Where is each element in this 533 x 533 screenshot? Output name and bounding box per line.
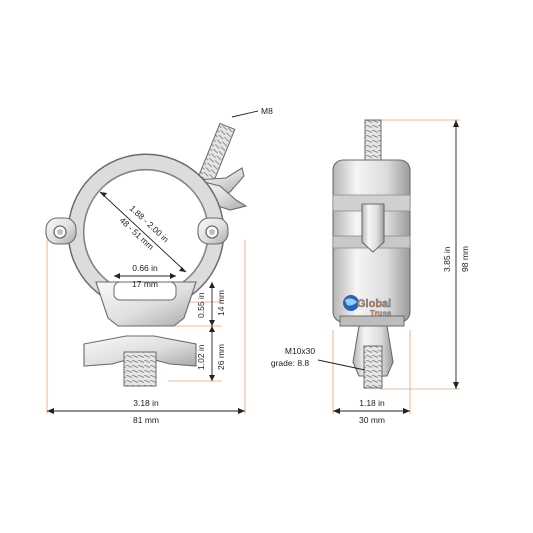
- clamp-body: [332, 159, 411, 327]
- overall-height-in-label: 3.85 in: [442, 246, 452, 272]
- logo-text-global: Global: [357, 298, 391, 310]
- body-width-mm-label: 30 mm: [359, 415, 385, 425]
- logo-text-truss: Truss: [370, 309, 392, 318]
- slot-width-in-label: 0.66 in: [132, 263, 158, 273]
- overall-width-in-label: 3.18 in: [133, 398, 159, 408]
- m10-wing-bolt: [83, 335, 197, 387]
- slot-height-mm-label: 14 mm: [216, 290, 226, 316]
- global-truss-logo: Global Truss: [343, 295, 392, 318]
- pivot-lug-right: [197, 217, 229, 245]
- bolt-spec-line1: M10x30: [285, 346, 316, 356]
- body-width-in-label: 1.18 in: [359, 398, 385, 408]
- slot-width-mm-label: 17 mm: [132, 279, 158, 289]
- lower-slot-tab: [95, 281, 197, 327]
- pivot-lug-left: [45, 217, 77, 245]
- bottom-thread: [363, 345, 383, 389]
- overall-height-mm-label: 98 mm: [460, 246, 470, 272]
- bolt-length-mm-label: 26 mm: [216, 344, 226, 370]
- front-view: Global Truss M10x30 grade: 8.8 3.85 in 9…: [271, 119, 470, 425]
- overall-width-mm-label: 81 mm: [133, 415, 159, 425]
- slot-height-in-label: 0.55 in: [196, 292, 206, 318]
- bolt-length-in-label: 1.02 in: [196, 344, 206, 370]
- bolt-spec-line2: grade: 8.8: [271, 358, 310, 368]
- thread-label-m8: M8: [261, 106, 273, 116]
- side-view: M8 1.88 - 2.00 in 48 - 51 mm 0.66 in 17 …: [45, 106, 273, 425]
